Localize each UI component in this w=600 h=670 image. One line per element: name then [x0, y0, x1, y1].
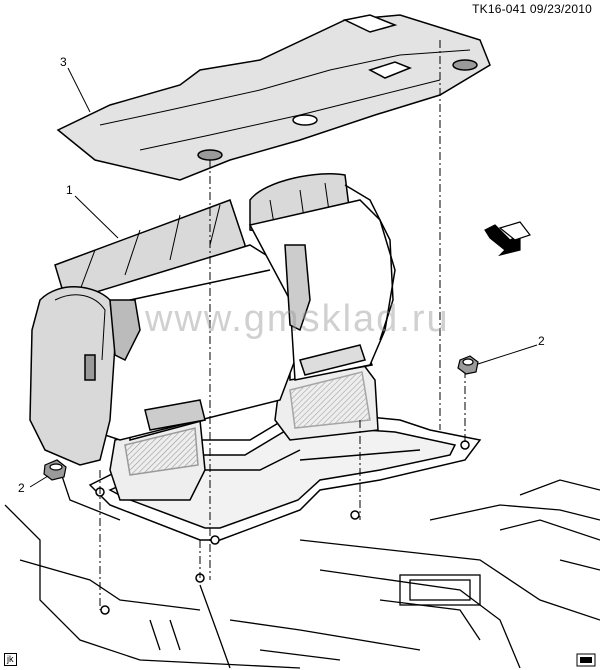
- callout-3: 3: [60, 55, 67, 69]
- front-direction-arrow-icon: [484, 221, 531, 257]
- callout-2-left: 2: [18, 481, 25, 495]
- callout-leaders: [29, 67, 538, 488]
- nut-fastener-right: [457, 355, 479, 375]
- seat-assembly-left: [29, 199, 296, 466]
- seat-cover-panel: [56, 14, 491, 181]
- diagram-reference-code: TK16-041 09/23/2010: [472, 2, 592, 16]
- watermark-text: www.gmsklad.ru: [145, 298, 450, 340]
- seat-assembly-right: [248, 172, 396, 381]
- callout-2-right: 2: [538, 334, 545, 348]
- alignment-lines: [99, 40, 466, 610]
- illustrator-tag: jk: [4, 653, 17, 666]
- nut-fastener-left: [43, 459, 67, 481]
- vehicle-floor: [4, 469, 600, 669]
- gm-logo-icon: [576, 653, 596, 667]
- callout-1: 1: [66, 183, 73, 197]
